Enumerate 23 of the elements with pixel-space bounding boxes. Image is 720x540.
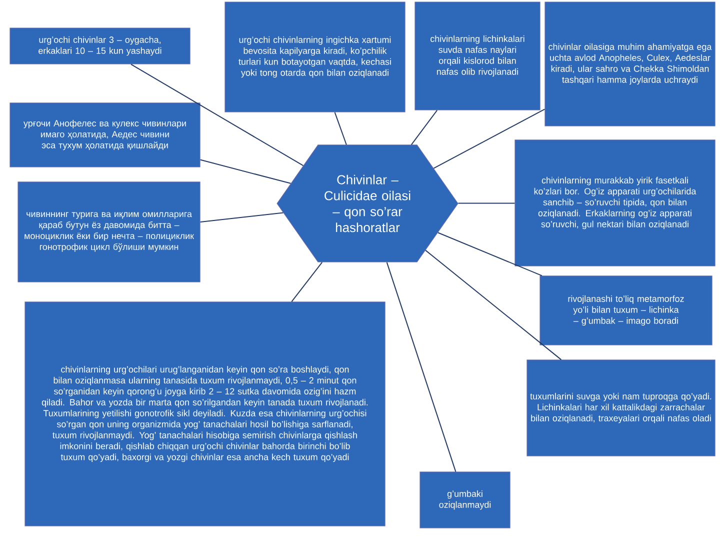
text-box: chivinlarning urg’ochilari urug’langanidan keyin qon so’ra boshlaydi, qon bilan oziqlanmasa ularning tanasida tuxum rivojlanmaydi, 0,5 – 2 minut qon so’rganidan keyin qorong’u joyga kirib 2 – 12 sutka davomida ozig’ini hazm qiladi. Bahor va yozda bir marta qon so’rilgandan keyin tanada tuxum rivojlanadi. Tuxumlarining yetilishi gonotrofik sikl deyiladi. Kuzda esa chivinlarning urg’ochisi so’rgan qon uning organizmida yog’ tanachalari hosil bo’lishiga sarflanadi, tuxum rivojlanmaydi. Yog’ tanachalari hisobiga semirish chivinlarga qishlash imkonini beradi, qishlab chiqqan urg’ochi chivinlar bahorda birinchi bo’lib tuxum qo’yadi, baxorgi va yozgi chivinlar esa ancha kech tuxum qo’yadi <box>24 302 386 526</box>
connector-line <box>200 159 292 184</box>
connector-line <box>425 250 562 360</box>
hexagon: Chivinlar – Culicidae oilasi – qon so’rar hashoratlar <box>276 144 458 262</box>
connector-line <box>437 232 542 276</box>
connector-line <box>130 64 304 166</box>
text-box: urg’ochi chivinlarning ingichka xartumi bevosita kapilyarga kiradi, ko’pchilik turlari kun botayotgan vaqtda, kechasi yoki tong otarda qon bilan oziqlanadi <box>224 2 406 112</box>
text-box: rivojlanashi to’liq metamorfoz yo’li bilan tuxum – lichinka – g’umbak – imago boradi <box>540 276 712 346</box>
text-box: g’umbaki oziqlanmaydi <box>420 472 510 528</box>
text-box: chivinlarning murakkab yirik fasetkali ko’zlari bor. Og’iz apparati urg’ochilarida sanchib – so’ruvchi tipida, qon bilan oziqlanadi. Erkaklarning og’iz apparati so’ruvchi, gul nektari bilan oziqlanadi <box>514 140 716 266</box>
text-box: урғочи Анофелес ва кулекс чивинлари имаго ҳолатида, Аедес чивини эса тухум ҳолатида қишлайди <box>10 102 200 168</box>
connector-line <box>433 108 546 169</box>
connector-line <box>200 212 284 222</box>
text-box: чивиннинг турига ва иқлим омилларига қараб бутун ёз давомида битта – моноциклик ёки бир нечта – полициклик гонотрофик цикл бўлиши мумкин <box>18 182 200 282</box>
connector-line <box>334 112 347 146</box>
connector-line <box>410 110 438 146</box>
connector-line <box>458 202 516 204</box>
text-box: tuxumlarini suvga yoki nam tuproqga qo’yadi. Lichinkalari har xil kattalikdagi zarrachalar bilan oziqlanadi, traxeyalari orqali nafas oladi <box>526 360 716 456</box>
connector-line <box>386 262 456 472</box>
connector-line <box>291 262 323 302</box>
text-box: chivinlarning lichinkalari suvda nafas naylari orqali kislorod bilan nafas olib rivojlanadi <box>414 2 540 110</box>
text-box: chivinlar oilasiga muhim ahamiyatga ega uchta avlod Anopheles, Culex, Aedeslar kiradi, ular sahro va Chekka Shimoldan tashqari hamma joylarda uchraydi <box>544 2 716 126</box>
text-box: urg’ochi chivinlar 3 – oygacha, erkaklari 10 – 15 kun yashaydi <box>10 28 190 64</box>
